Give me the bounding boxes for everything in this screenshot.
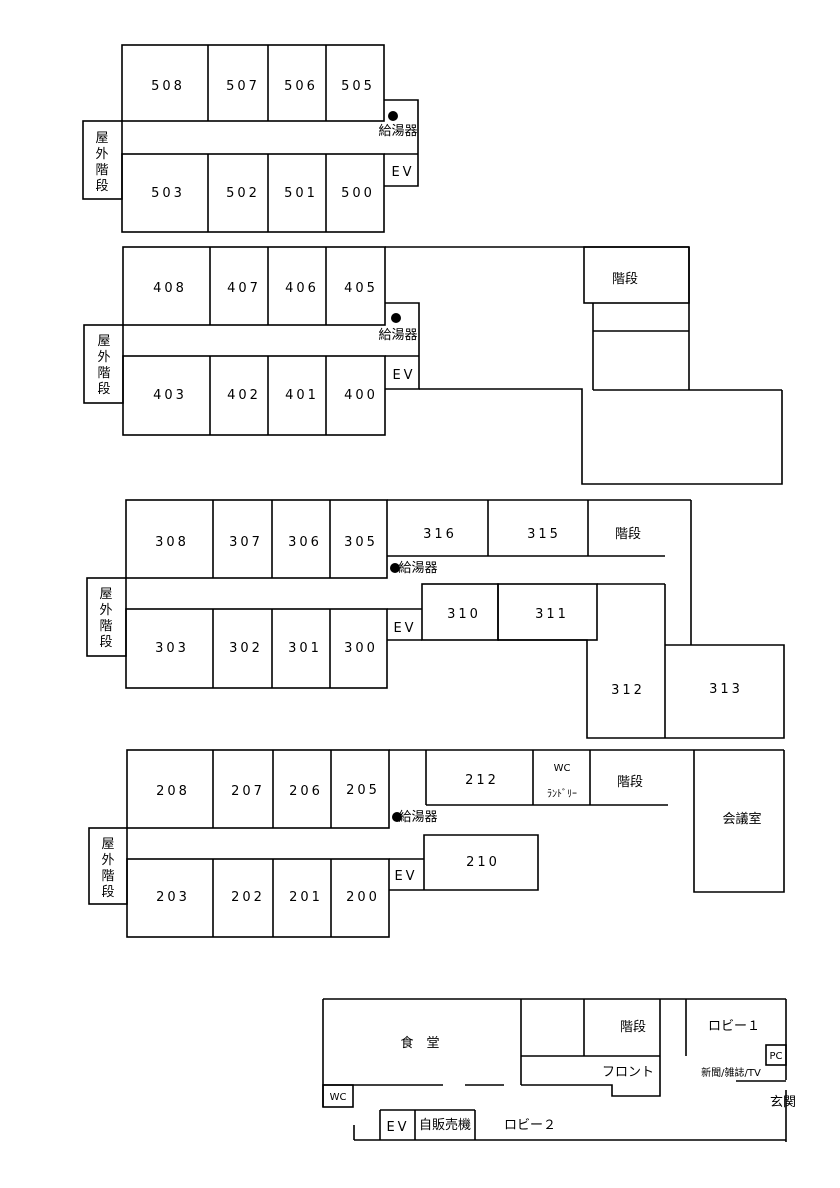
lobby2-label: ロビー２ — [504, 1118, 556, 1133]
water-heater-label: 給湯器 — [378, 124, 417, 139]
outdoor-stairs-char: 外 — [97, 350, 110, 365]
elevator-label: EV — [392, 368, 415, 383]
outdoor-stairs-char: 屋 — [101, 837, 114, 852]
room-506: 506 — [284, 79, 318, 94]
elevator-label: EV — [391, 165, 414, 180]
outdoor-stairs-char: 階 — [101, 869, 114, 884]
floor-3: 308 307 306 305 303 302 301 300 316 315 … — [86, 499, 785, 739]
room-301: 301 — [288, 641, 322, 656]
room-303: 303 — [155, 641, 189, 656]
room-305: 305 — [344, 535, 378, 550]
stairs-label: 階段 — [620, 1020, 646, 1035]
outdoor-stairs-char: 屋 — [95, 131, 108, 146]
stairs-label: 階段 — [612, 272, 638, 287]
room-312: 312 — [611, 683, 645, 698]
pc-label: PC — [769, 1051, 782, 1062]
laundry-label: ﾗﾝﾄﾞﾘｰ — [547, 788, 577, 800]
room-405: 405 — [344, 281, 378, 296]
water-heater-label: 給湯器 — [378, 328, 417, 343]
room-201: 201 — [289, 890, 323, 905]
room-205: 205 — [346, 783, 380, 798]
room-401: 401 — [285, 388, 319, 403]
room-300: 300 — [344, 641, 378, 656]
floor-5: 508 507 506 505 503 502 501 500 給湯器 EV 屋… — [82, 44, 419, 233]
lobby1-label: ロビー１ — [708, 1019, 760, 1034]
room-212: 212 — [465, 773, 499, 788]
room-203: 203 — [156, 890, 190, 905]
entrance-label: 玄関 — [770, 1095, 796, 1110]
outdoor-stairs-char: 階 — [95, 163, 108, 178]
outdoor-stairs-char: 外 — [101, 853, 114, 868]
room-315: 315 — [527, 527, 561, 542]
room-206: 206 — [289, 784, 323, 799]
room-307: 307 — [229, 535, 263, 550]
vending-machine-label: 自販売機 — [419, 1117, 471, 1133]
room-313: 313 — [709, 682, 743, 697]
room-505: 505 — [341, 79, 375, 94]
floor-1: 食 堂 階段 フロント ロビー１ PC 新聞/雑誌/TV 玄関 WC EV 自販… — [322, 998, 796, 1142]
water-heater-label: 給湯器 — [398, 810, 437, 825]
wc-label: WC — [554, 763, 571, 774]
room-502: 502 — [226, 186, 260, 201]
room-507: 507 — [226, 79, 260, 94]
outdoor-stairs-char: 外 — [99, 603, 112, 618]
stairs-label: 階段 — [615, 527, 641, 542]
room-200: 200 — [346, 890, 380, 905]
room-501: 501 — [284, 186, 318, 201]
room-306: 306 — [288, 535, 322, 550]
dining-hall-label: 食 堂 — [400, 1035, 439, 1051]
water-heater-icon — [388, 111, 398, 121]
water-heater-icon — [390, 563, 400, 573]
outdoor-stairs-char: 階 — [97, 366, 110, 381]
room-207: 207 — [231, 784, 265, 799]
stairs-label: 階段 — [617, 775, 643, 790]
elevator-label: EV — [393, 621, 416, 636]
outdoor-stairs-char: 外 — [95, 147, 108, 162]
newspaper-magazine-tv-label: 新聞/雑誌/TV — [701, 1066, 761, 1079]
room-402: 402 — [227, 388, 261, 403]
outdoor-stairs-char: 段 — [97, 382, 110, 397]
room-503: 503 — [151, 186, 185, 201]
water-heater-icon — [392, 812, 402, 822]
room-311: 311 — [535, 607, 569, 622]
elevator-label: EV — [394, 869, 417, 884]
room-400: 400 — [344, 388, 378, 403]
outdoor-stairs-char: 段 — [99, 635, 112, 650]
room-302: 302 — [229, 641, 263, 656]
water-heater-label: 給湯器 — [398, 561, 437, 576]
room-407: 407 — [227, 281, 261, 296]
outdoor-stairs-char: 段 — [95, 179, 108, 194]
meeting-room-label: 会議室 — [722, 811, 761, 827]
outdoor-stairs-char: 階 — [99, 619, 112, 634]
floor-4: 408 407 406 405 403 402 401 400 給湯器 EV 階… — [83, 246, 783, 485]
wc-label: WC — [330, 1092, 347, 1103]
room-500: 500 — [341, 186, 375, 201]
room-403: 403 — [153, 388, 187, 403]
room-308: 308 — [155, 535, 189, 550]
room-316: 316 — [423, 527, 457, 542]
elevator-label: EV — [386, 1120, 409, 1135]
room-408: 408 — [153, 281, 187, 296]
water-heater-icon — [391, 313, 401, 323]
outdoor-stairs-char: 屋 — [99, 587, 112, 602]
front-desk-label: フロント — [602, 1065, 654, 1080]
room-202: 202 — [231, 890, 265, 905]
outdoor-stairs-char: 屋 — [97, 334, 110, 349]
floor-2: 208 207 206 205 203 202 201 200 212 WC ﾗ… — [88, 749, 785, 938]
room-508: 508 — [151, 79, 185, 94]
outdoor-stairs-char: 段 — [101, 885, 114, 900]
room-406: 406 — [285, 281, 319, 296]
room-208: 208 — [156, 784, 190, 799]
room-210: 210 — [466, 855, 500, 870]
room-310: 310 — [447, 607, 481, 622]
